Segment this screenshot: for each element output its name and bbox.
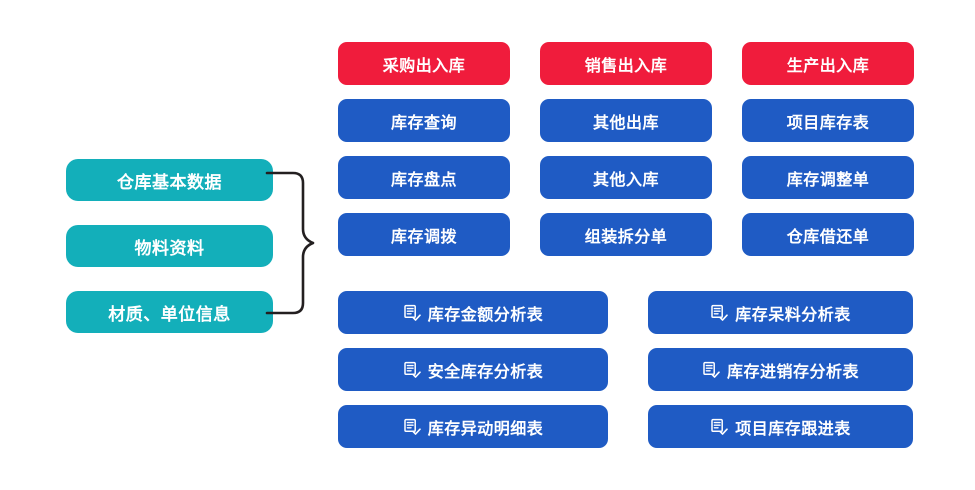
report-document-check-icon [403, 418, 421, 436]
button-label: 库存异动明细表 [427, 418, 544, 438]
module-button-inventory-count[interactable]: 库存盘点 [338, 156, 510, 199]
curly-brace-right-icon [265, 171, 315, 315]
button-label: 库存金额分析表 [427, 304, 544, 324]
button-label: 库存盘点 [390, 169, 457, 189]
report-document-check-icon [403, 304, 421, 322]
report-document-check-icon [403, 361, 421, 379]
report-button-inventory-purchase-sales-analysis[interactable]: 库存进销存分析表 [648, 348, 913, 391]
button-label: 其他出库 [592, 112, 659, 132]
button-label: 仓库借还单 [786, 226, 870, 246]
button-label: 生产出入库 [786, 55, 870, 75]
module-header-sales-inout[interactable]: 销售出入库 [540, 42, 712, 85]
button-label: 仓库基本数据 [117, 172, 222, 193]
button-label: 销售出入库 [584, 55, 668, 75]
report-document-check-icon [702, 361, 720, 379]
module-button-inventory-query[interactable]: 库存查询 [338, 99, 510, 142]
module-button-project-inventory-table[interactable]: 项目库存表 [742, 99, 914, 142]
button-label: 采购出入库 [382, 55, 466, 75]
button-label: 项目库存表 [786, 112, 870, 132]
report-button-project-inventory-tracking[interactable]: 项目库存跟进表 [648, 405, 913, 448]
button-label: 库存查询 [390, 112, 457, 132]
module-button-warehouse-loan-return-order[interactable]: 仓库借还单 [742, 213, 914, 256]
report-button-inventory-amount-analysis[interactable]: 库存金额分析表 [338, 291, 608, 334]
report-document-check-icon [710, 304, 729, 322]
module-button-inventory-transfer[interactable]: 库存调拨 [338, 213, 510, 256]
button-label: 项目库存跟进表 [735, 418, 851, 438]
module-header-production-inout[interactable]: 生产出入库 [742, 42, 914, 85]
report-button-slow-moving-stock-analysis[interactable]: 库存呆料分析表 [648, 291, 913, 334]
button-label: 库存调拨 [390, 226, 457, 246]
module-button-other-inbound[interactable]: 其他入库 [540, 156, 712, 199]
module-header-purchase-inout[interactable]: 采购出入库 [338, 42, 510, 85]
report-button-safety-stock-analysis[interactable]: 安全库存分析表 [338, 348, 608, 391]
button-label: 安全库存分析表 [427, 361, 544, 381]
report-document-check-icon [710, 418, 729, 436]
basic-data-button-material-info[interactable]: 物料资料 [66, 225, 273, 267]
basic-data-button-warehouse-basic-data[interactable]: 仓库基本数据 [66, 159, 273, 201]
button-label: 物料资料 [134, 238, 205, 259]
button-label: 库存调整单 [786, 169, 870, 189]
button-label: 材质、单位信息 [108, 304, 231, 325]
button-label: 组装拆分单 [584, 226, 668, 246]
module-button-inventory-adjustment-order[interactable]: 库存调整单 [742, 156, 914, 199]
basic-data-button-material-unit-info[interactable]: 材质、单位信息 [66, 291, 273, 333]
module-button-other-outbound[interactable]: 其他出库 [540, 99, 712, 142]
report-button-inventory-change-detail[interactable]: 库存异动明细表 [338, 405, 608, 448]
button-label: 其他入库 [592, 169, 659, 189]
button-label: 库存进销存分析表 [726, 361, 859, 381]
module-button-assembly-disassembly-order[interactable]: 组装拆分单 [540, 213, 712, 256]
button-label: 库存呆料分析表 [735, 304, 851, 324]
